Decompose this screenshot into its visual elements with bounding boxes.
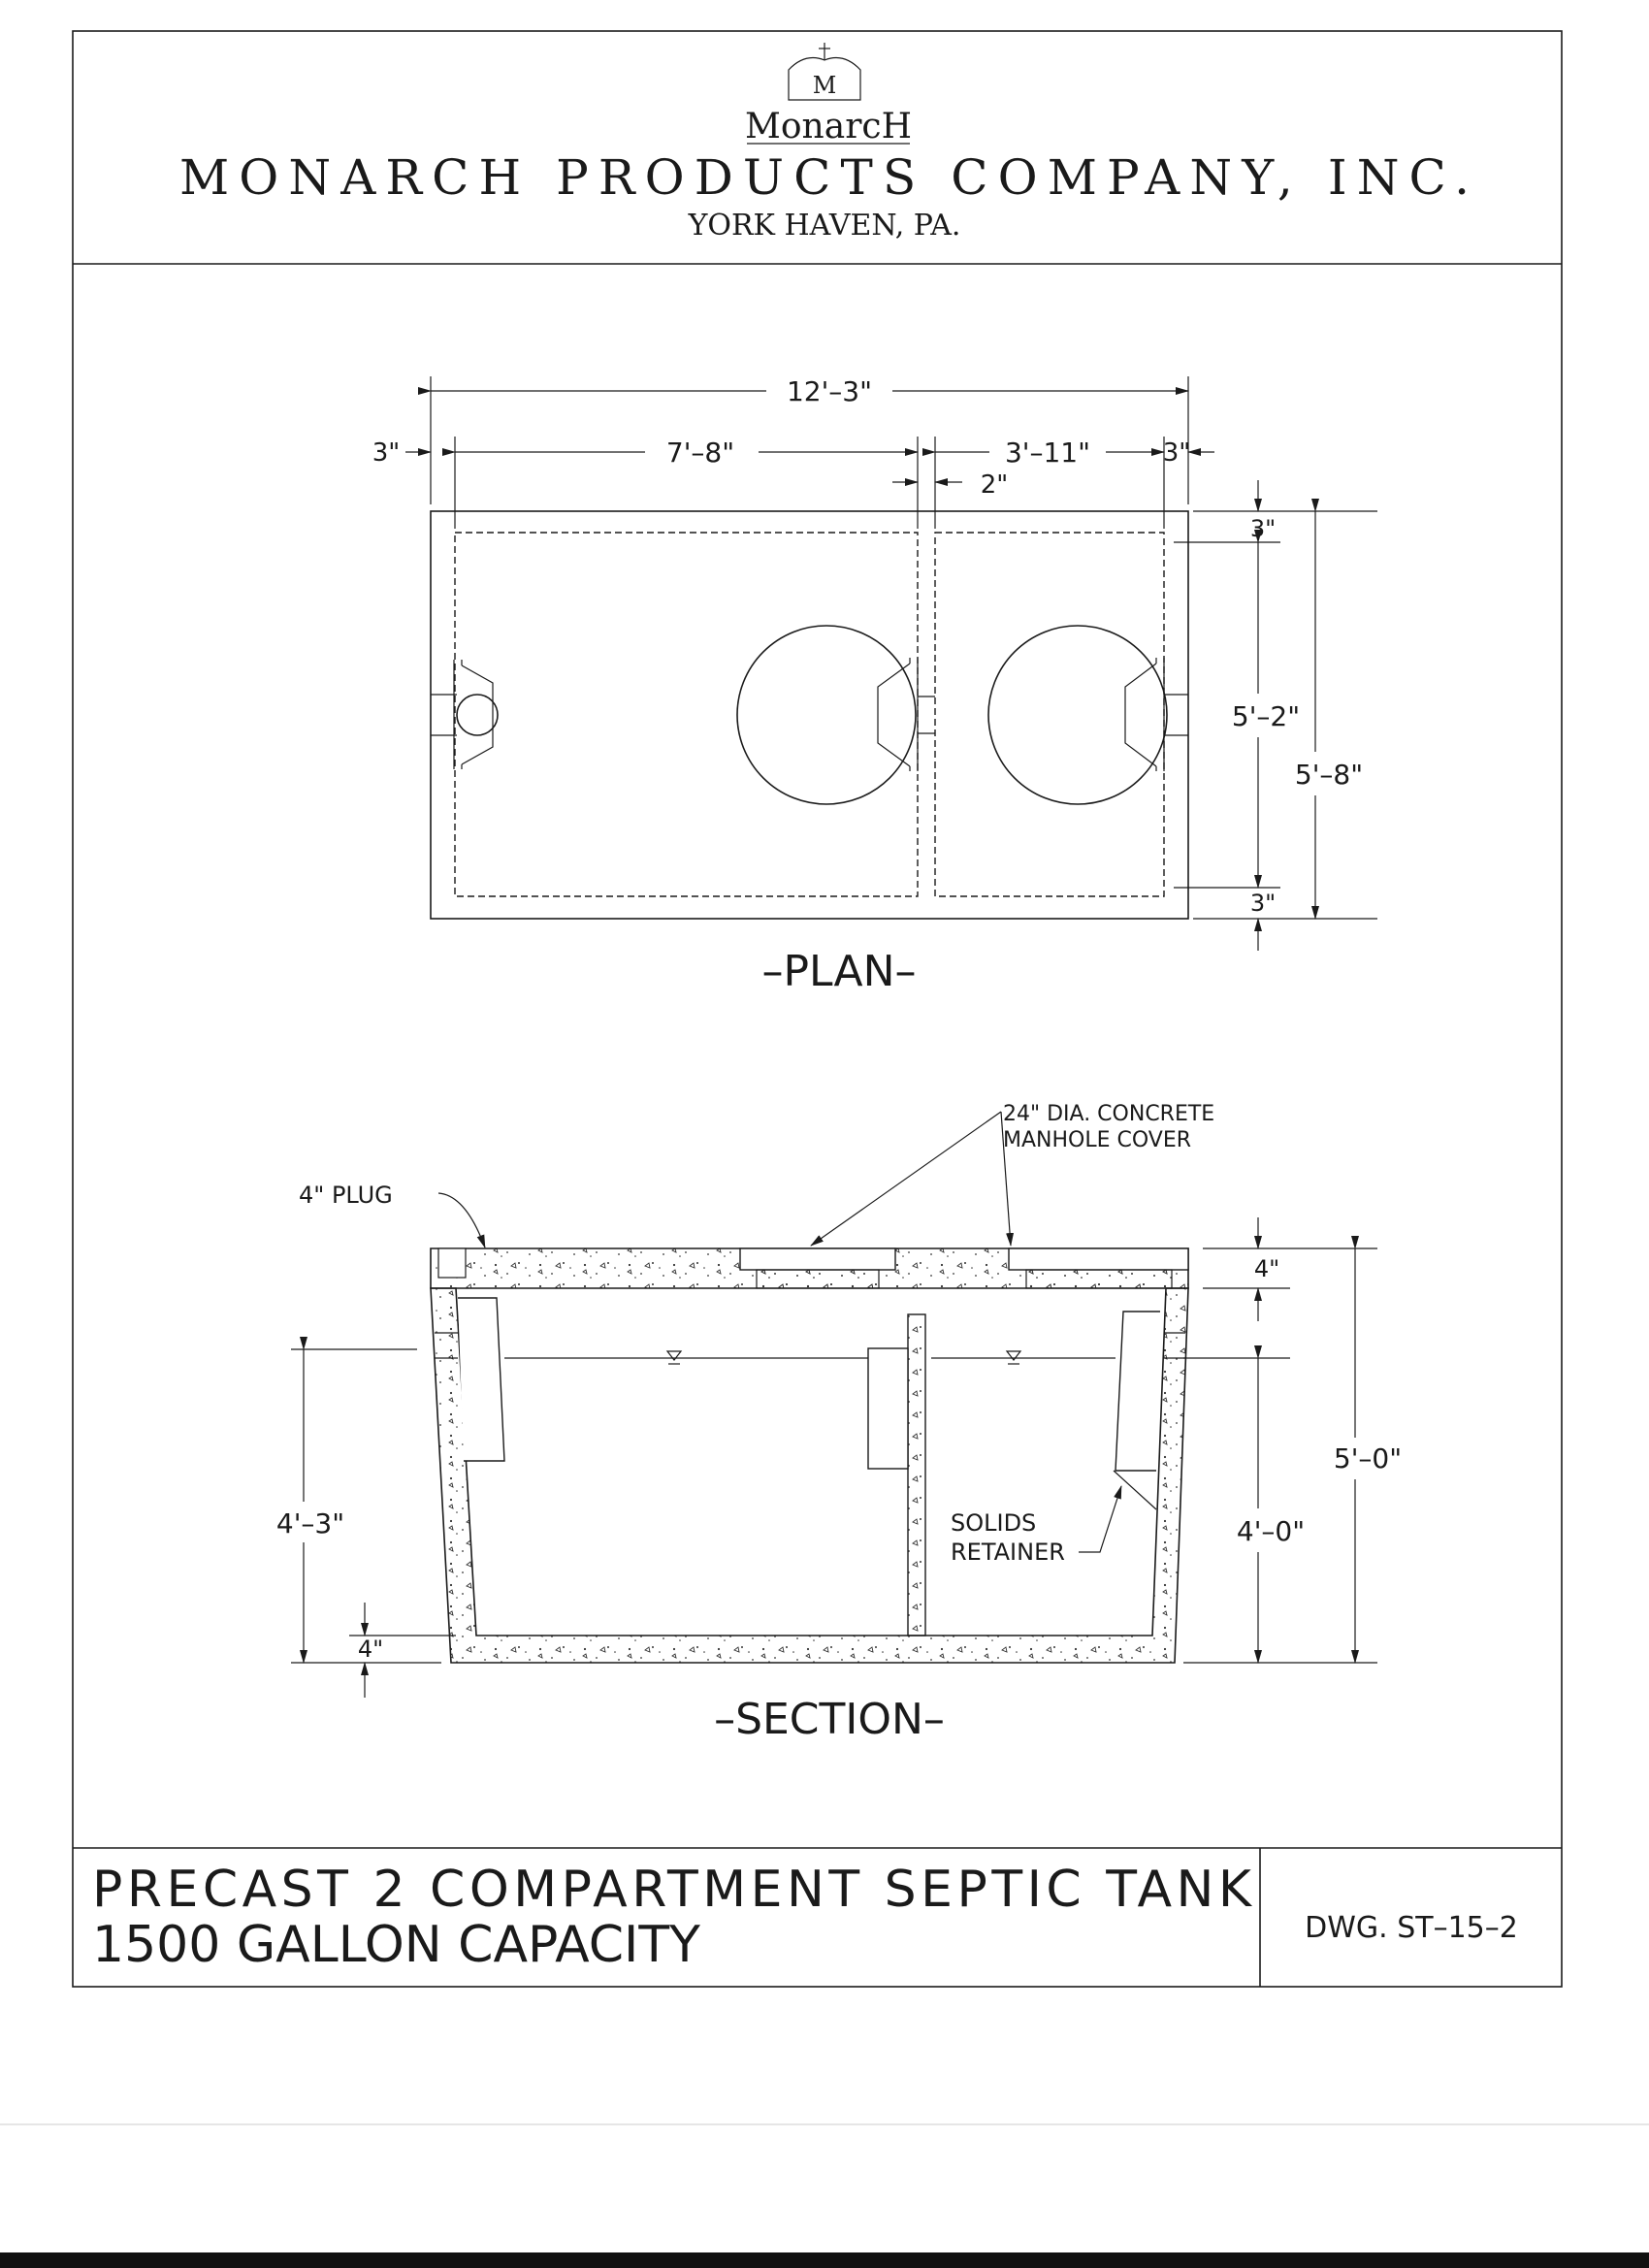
callout-plug: 4" PLUG [299,1182,393,1209]
dim-lid: 4" [1254,1255,1279,1282]
callout-manhole-line2: MANHOLE COVER [1003,1128,1191,1152]
inlet-baffle [453,660,494,769]
manhole-cover-1 [739,1247,896,1271]
callout-retainer-line2: RETAINER [951,1539,1065,1566]
drawing-number: DWG. ST–15–2 [1305,1911,1518,1945]
callout-manhole-line1: 24" DIA. CONCRETE [1003,1102,1214,1126]
logo-wordmark: MonarcH [745,107,912,146]
dim-partition: 2" [981,470,1009,500]
solids-retainer [1113,1470,1157,1510]
drawing-title-line1: PRECAST 2 COMPARTMENT SEPTIC TANK [92,1861,1253,1919]
dim-compartment-2: 3'–11" [1005,437,1090,469]
partition-baffle-section [867,1347,909,1470]
callout-manhole-leader-1 [810,1111,1002,1247]
dim-left-wall: 3" [372,438,401,468]
logo-monogram: M [813,72,837,99]
outlet-baffle [1124,658,1165,771]
dim-outside-width: 5'–8" [1295,759,1363,791]
plan-title: –PLAN– [761,947,916,996]
partition-baffle [877,658,919,771]
manhole-circle-2 [987,625,1168,805]
plan-view: 12'–3" 3" 7'–8" 2" 3'–11" 3" 3" 5'–2" 3" [372,375,1377,996]
dim-overall-height: 5'–0" [1334,1442,1402,1474]
sheet-border [72,30,1563,1988]
inlet-baffle-section [458,1297,505,1462]
company-name: MONARCH PRODUCTS COMPANY, INC. [179,149,1470,206]
partition-wall [907,1313,926,1636]
section-title: –SECTION– [714,1695,945,1744]
callout-plug-leader [437,1192,486,1248]
outlet-baffle-section [1115,1311,1160,1472]
tank-outline-plan [430,510,1189,920]
manhole-cover-2 [1008,1247,1189,1271]
compartment-1-plan [454,532,919,897]
dim-inside-width: 5'–2" [1232,700,1300,732]
dim-outlet-depth: 4'–3" [276,1507,344,1539]
manhole-circle-1 [736,625,917,805]
company-location: YORK HAVEN, PA. [688,209,961,243]
section-view: 24" DIA. CONCRETE MANHOLE COVER 4" PLUG … [276,1102,1402,1744]
dim-top-wall: 3" [1250,515,1276,542]
tank-shell [430,1287,1189,1664]
scan-border [0,2252,1649,2268]
dim-bottom-wall: 3" [1250,890,1276,917]
monarch-logo: M MonarcH [745,43,912,146]
dim-floor: 4" [358,1636,383,1663]
compartment-2-plan [934,532,1165,897]
dim-liquid-depth: 4'–0" [1237,1515,1305,1547]
callout-retainer-line1: SOLIDS [951,1509,1036,1537]
dim-compartment-1: 7'–8" [666,437,734,469]
callout-manhole-leader-2 [1000,1111,1015,1247]
drawing-title-line2: 1500 GALLON CAPACITY [92,1916,700,1974]
dim-right-wall: 3" [1163,438,1191,468]
dim-overall-length: 12'–3" [787,375,872,407]
inlet-pipe [456,694,499,736]
callout-retainer-leader [1079,1485,1122,1553]
plug-opening [437,1247,467,1279]
